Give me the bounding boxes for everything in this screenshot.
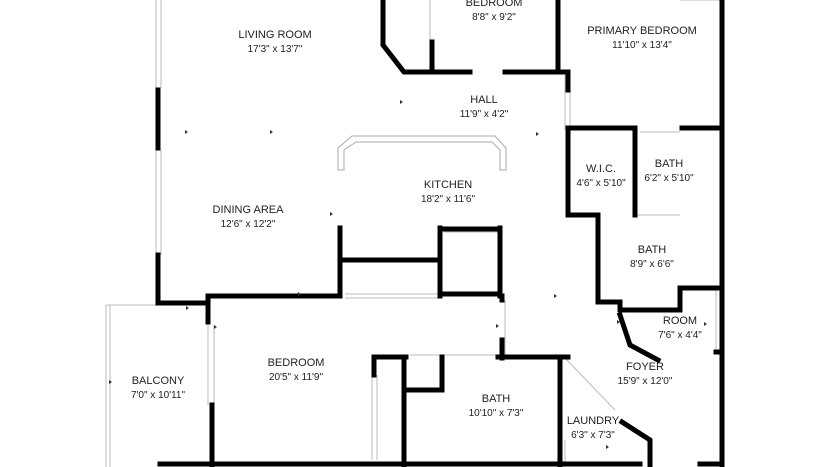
- kitchen-name: KITCHEN: [424, 179, 472, 191]
- bedroom-top-name: BEDROOM: [466, 0, 523, 9]
- bath-middle-dims: 8'9" x 6'6": [630, 259, 674, 270]
- laundry-dims: 6'3" x 7'3": [571, 430, 615, 441]
- wic-dims: 4'6" x 5'10": [576, 178, 626, 189]
- bedroom-lower-dims: 20'5" x 11'9": [269, 372, 324, 383]
- bath-middle-name: BATH: [638, 244, 667, 256]
- dimension-ticks: [109, 100, 707, 449]
- walls: [155, 0, 725, 467]
- dining-area-name: DINING AREA: [213, 204, 285, 216]
- living-room-name: LIVING ROOM: [238, 29, 311, 41]
- bath-upper-dims: 6'2" x 5'10": [644, 173, 694, 184]
- foyer-name: FOYER: [626, 361, 664, 373]
- wic-name: W.I.C.: [586, 163, 616, 175]
- kitchen-dims: 18'2" x 11'6": [421, 194, 476, 205]
- bedroom-top-dims: 8'8" x 9'2": [472, 12, 516, 23]
- room-labels: BEDROOM 8'8" x 9'2" PRIMARY BEDROOM 11'1…: [131, 0, 702, 441]
- bedroom-lower-name: BEDROOM: [268, 357, 325, 369]
- room-dims: 7'6" x 4'4": [658, 330, 702, 341]
- windows: [105, 0, 720, 467]
- primary-bedroom-name: PRIMARY BEDROOM: [587, 25, 697, 37]
- bath-lower-dims: 10'10" x 7'3": [469, 408, 524, 419]
- bath-upper-name: BATH: [655, 158, 684, 170]
- foyer-dims: 15'9" x 12'0": [618, 376, 673, 387]
- bath-lower-name: BATH: [482, 393, 511, 405]
- living-room-dims: 17'3" x 13'7": [248, 44, 303, 55]
- laundry-name: LAUNDRY: [567, 415, 620, 427]
- balcony-dims: 7'0" x 10'11": [131, 390, 186, 401]
- dining-area-dims: 12'6" x 12'2": [221, 219, 276, 230]
- primary-bedroom-dims: 11'10" x 13'4": [612, 40, 672, 51]
- room-name: ROOM: [663, 315, 697, 327]
- hall-name: HALL: [470, 94, 498, 106]
- hall-dims: 11'9" x 4'2": [460, 109, 509, 120]
- balcony-name: BALCONY: [132, 375, 185, 387]
